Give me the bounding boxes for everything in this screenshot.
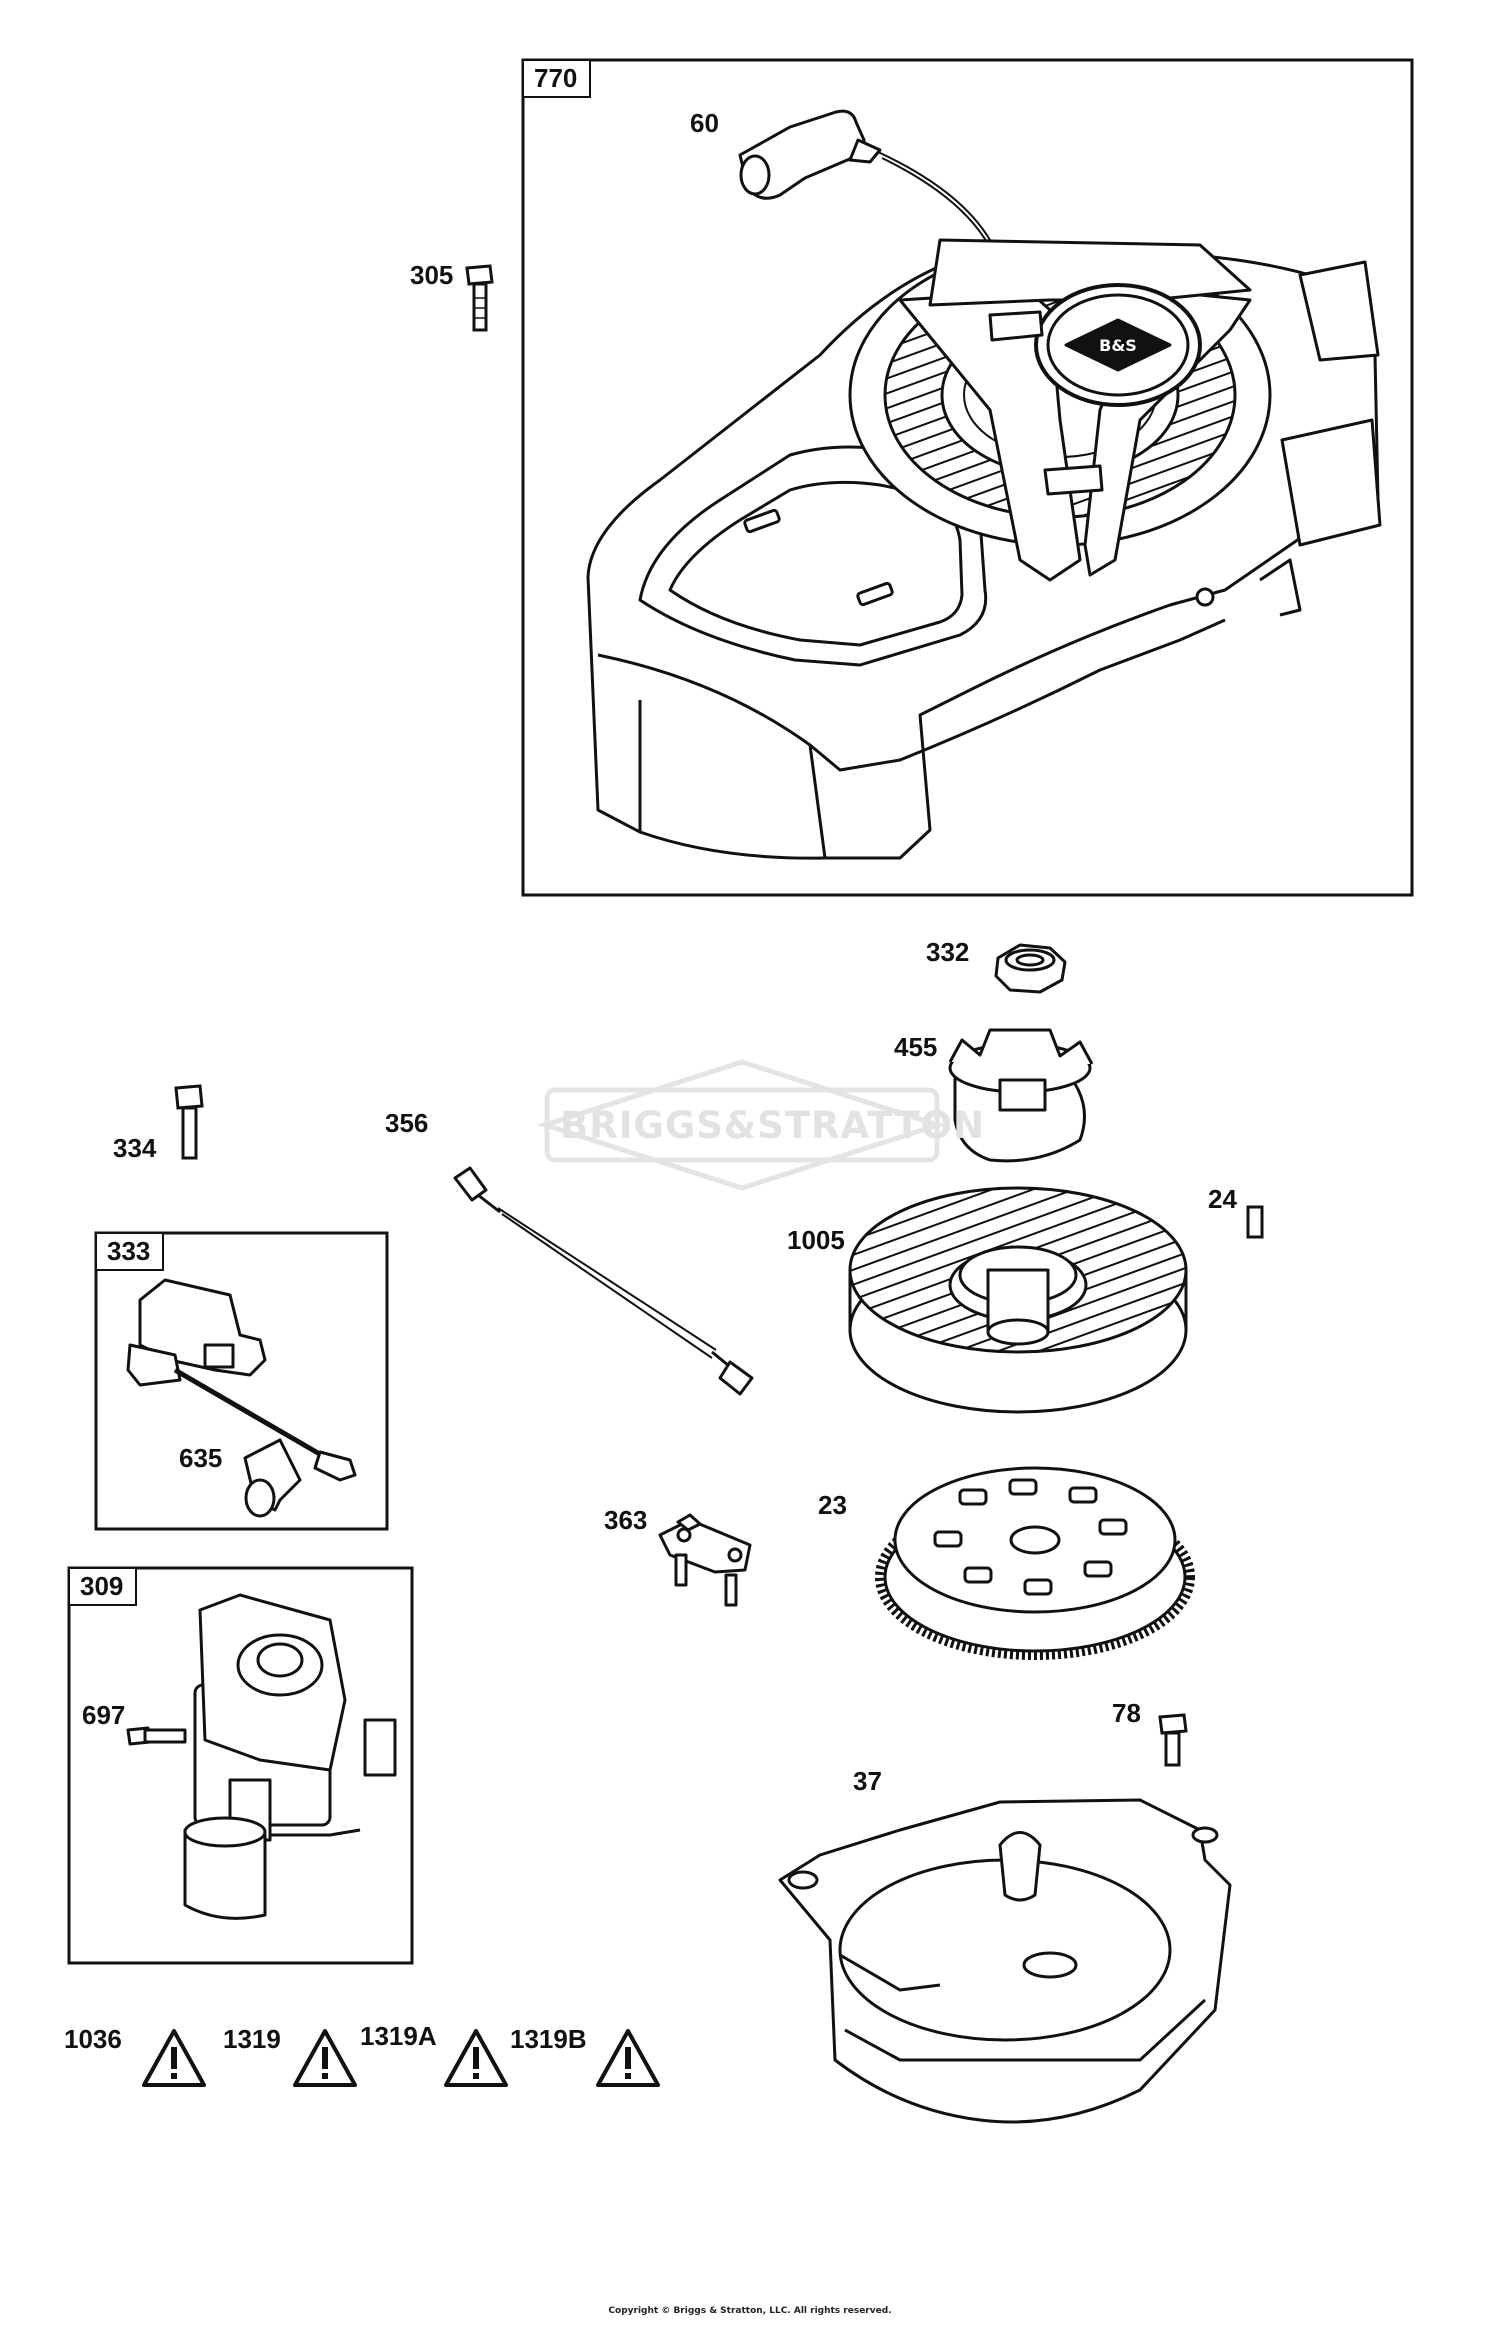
callout-24: 24 xyxy=(1208,1184,1237,1214)
blower-housing: B&S xyxy=(586,238,1382,860)
warning-icon-1036 xyxy=(142,2029,206,2087)
bolt-334 xyxy=(174,1084,204,1160)
callout-332: 332 xyxy=(926,937,970,967)
warning-label-1319b: 1319B xyxy=(510,2024,587,2054)
box-333 xyxy=(94,1231,389,1531)
callout-455: 455 xyxy=(894,1032,938,1062)
warning-icon-1319b xyxy=(596,2029,660,2087)
warning-label-1319a: 1319A xyxy=(360,2021,437,2051)
callout-697: 697 xyxy=(82,1700,126,1730)
callout-37: 37 xyxy=(853,1766,882,1796)
warning-icon-1319a xyxy=(444,2029,508,2087)
flywheel-nut xyxy=(994,943,1067,994)
copyright-notice: Copyright © Briggs & Stratton, LLC. All … xyxy=(608,2306,892,2316)
watermark-logo xyxy=(536,1059,947,1191)
box-tag-770: 770 xyxy=(524,61,592,98)
box-770 xyxy=(521,58,1414,897)
warning-icon-1319 xyxy=(293,2029,357,2087)
ground-wire xyxy=(453,1166,754,1396)
box-tag-309: 309 xyxy=(70,1569,138,1606)
callout-334: 334 xyxy=(113,1133,157,1163)
rope-handle xyxy=(738,109,991,245)
cooling-fan xyxy=(848,1186,1188,1414)
bolt-305 xyxy=(465,264,494,332)
starter-motor xyxy=(126,1593,397,1920)
flywheel-key xyxy=(1246,1205,1264,1239)
flywheel xyxy=(875,1466,1195,1660)
callout-23: 23 xyxy=(818,1490,847,1520)
base-housing xyxy=(778,1798,1232,2124)
warning-label-1036: 1036 xyxy=(64,2024,122,2054)
callout-635: 635 xyxy=(179,1443,223,1473)
bracket-363 xyxy=(658,1513,752,1607)
svg-text:B&S: B&S xyxy=(1099,336,1137,355)
callout-60: 60 xyxy=(690,108,719,138)
box-309 xyxy=(67,1566,414,1965)
ignition-coil xyxy=(126,1278,357,1518)
callout-78: 78 xyxy=(1112,1698,1141,1728)
callout-363: 363 xyxy=(604,1505,648,1535)
callout-1005: 1005 xyxy=(787,1225,845,1255)
watermark-text: BRIGGS&STRATTON xyxy=(560,1104,985,1147)
callout-305: 305 xyxy=(410,260,454,290)
callout-356: 356 xyxy=(385,1108,429,1138)
screw-78 xyxy=(1158,1713,1188,1767)
warning-label-1319: 1319 xyxy=(223,2024,281,2054)
box-tag-333: 333 xyxy=(97,1234,165,1271)
starter-cup xyxy=(948,1028,1094,1163)
